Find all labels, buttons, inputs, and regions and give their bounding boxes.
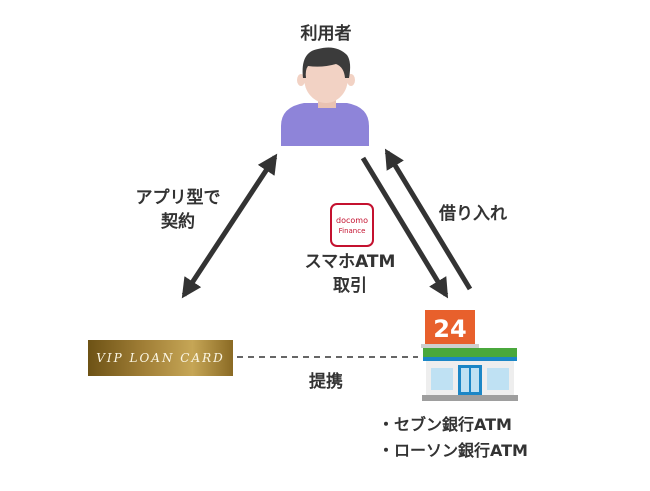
vip-loan-card: VIP LOAN CARD — [88, 340, 233, 376]
store-base — [422, 395, 518, 401]
docomo-finance-logo: docomo Finance — [330, 203, 374, 247]
store-door-glass-right — [471, 368, 479, 392]
store-sign-board — [425, 310, 475, 344]
smartphone-atm-label-line2: 取引 — [333, 276, 367, 296]
docomo-finance-logo-graphic: docomo Finance — [330, 203, 374, 247]
user-label: 利用者 — [300, 24, 352, 44]
docomo-logo-text: docomo — [336, 216, 368, 225]
contract-label: アプリ型で 契約 — [136, 186, 221, 234]
user-hair — [302, 47, 351, 78]
user-icon — [281, 47, 369, 146]
store-window-left — [431, 368, 453, 390]
vip-loan-card-text: VIP LOAN CARD — [96, 351, 225, 365]
smartphone-atm-arrow — [360, 156, 449, 299]
smartphone-atm-label-line1: スマホATM — [304, 252, 396, 272]
store-sign-number: 24 — [433, 315, 466, 343]
convenience-store-icon: 24 — [421, 310, 518, 401]
contract-arrow — [181, 153, 278, 299]
atm-list: ・セブン銀行ATM ・ローソン銀行ATM — [378, 412, 528, 464]
user-shirt — [281, 103, 369, 146]
smartphone-atm-label: スマホATM 取引 — [305, 250, 396, 298]
store-roof-green — [423, 348, 517, 357]
store-roof-blue — [423, 357, 517, 361]
atm-list-item: ・ローソン銀行ATM — [378, 441, 528, 460]
atm-list-item: ・セブン銀行ATM — [378, 415, 512, 434]
borrow-label: 借り入れ — [439, 204, 507, 224]
store-door-glass-left — [461, 368, 469, 392]
partnership-label: 提携 — [309, 372, 343, 392]
store-window-right — [487, 368, 509, 390]
finance-logo-text: Finance — [339, 227, 366, 235]
contract-label-line2: 契約 — [161, 212, 195, 232]
store-sign-post — [421, 344, 479, 348]
contract-label-line1: アプリ型で — [135, 188, 221, 208]
borrow-arrow — [384, 148, 473, 291]
